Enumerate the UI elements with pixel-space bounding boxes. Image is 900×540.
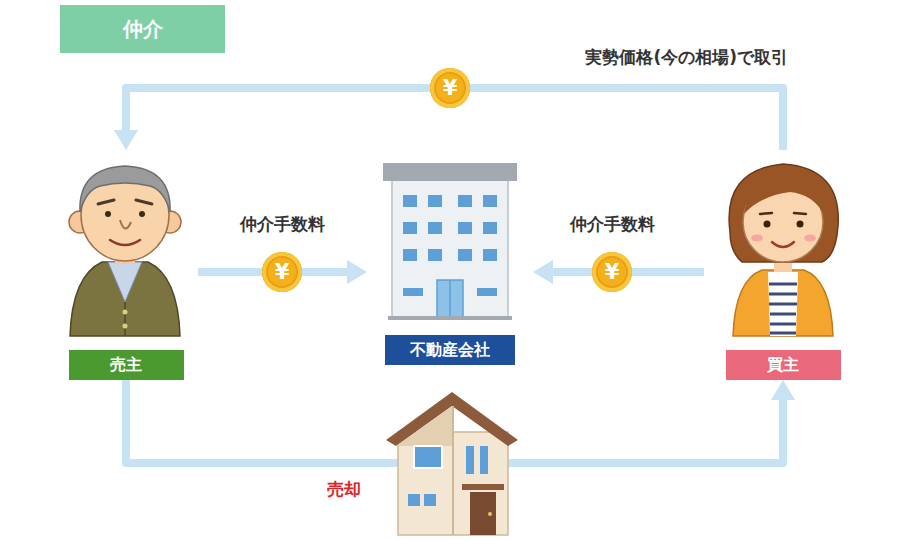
house-illustration-part [452,406,454,535]
house-illustration-part [396,406,452,446]
yen-coin: ¥ [430,68,470,108]
company-building-part-part [458,195,472,207]
seller-figure-part [136,200,152,204]
buyer-figure-part [764,221,771,228]
seller-figure-part [70,262,180,336]
seller-figure-part [108,262,142,302]
buyer-figure-part [729,164,838,262]
company-building-part-part [403,249,417,261]
company-building-part-part [458,222,472,234]
buyer-figure-part [733,270,833,336]
seller-figure-part [105,211,111,217]
buyer-figure-part-part [769,293,797,296]
buyer-figure-part [768,272,798,336]
company-building-part-part [403,222,417,234]
buyer-figure-part [744,178,824,214]
yen-coin: ¥ [592,252,632,292]
node-label: 売主 [69,350,184,380]
company-building-part-part [428,249,442,261]
house-illustration [386,392,518,535]
company-building-part-part [458,249,472,261]
buyer-figure-part [751,235,763,242]
buyer-figure-part [772,242,794,247]
buyer-figure-part-part [769,283,797,286]
house-illustration-part [408,494,420,506]
node-label: 不動産会社 [385,335,515,365]
company-building-part [392,178,508,318]
buyer-figure-part-part [770,332,796,335]
company-building-part-part [403,288,423,296]
seller-figure-part [124,302,126,336]
company-building-part [388,316,512,320]
seller-figure-part [139,211,145,217]
buyer-node: 買主 [712,150,854,380]
arrow-head [114,130,138,150]
seller-figure-part [80,166,170,212]
company-building-part-part [477,288,497,296]
house-illustration-part [470,492,496,535]
buyer-figure-part [797,221,804,228]
buyer-figure-part [760,213,772,214]
house-illustration-part [462,484,504,490]
arrow-head [347,260,367,284]
buyer-figure [729,164,838,336]
arrow-head [533,260,553,284]
company-building-part-part [483,222,497,234]
company-building-part-part [483,249,497,261]
company-building-part-part [403,195,417,207]
company-building-part [383,163,517,181]
company-building-part [449,280,451,318]
house-illustration-part [414,446,442,468]
flow-label: 仲介手数料 [238,213,327,235]
seller-figure-part [123,324,128,329]
arrow-head [771,380,795,400]
company-building-part-part [428,195,442,207]
company-building-part-part [483,195,497,207]
house-illustration-part [488,512,492,516]
flow-label: 実勢価格(今の相場)で取引 [583,46,790,68]
buyer-figure-part [804,235,816,242]
seller-node: 売主 [62,150,190,380]
buyer-figure-part-part [770,323,796,326]
buyer-figure-part-part [770,313,796,316]
seller-figure-part [123,310,128,315]
flow-label: 売却 [325,478,363,500]
title-tag: 仲介 [60,5,225,53]
house-illustration-part [480,446,488,474]
company-building-part-part [428,222,442,234]
seller-figure-part [110,240,140,245]
house-illustration-part [424,494,436,506]
flow-label: 仲介手数料 [568,213,657,235]
yen-coin: ¥ [262,252,302,292]
buyer-figure-part-part [769,303,797,306]
node-label: 買主 [726,350,841,380]
house-illustration-part [466,446,474,474]
seller-figure-part [98,200,114,204]
seller-figure [69,166,181,336]
seller-figure-part [120,220,131,229]
company-node: 不動産会社 [375,160,525,365]
company-building-part [437,280,463,318]
buyer-figure-part [794,213,806,214]
company-building [383,163,517,320]
buyer-figure-part [769,284,797,333]
